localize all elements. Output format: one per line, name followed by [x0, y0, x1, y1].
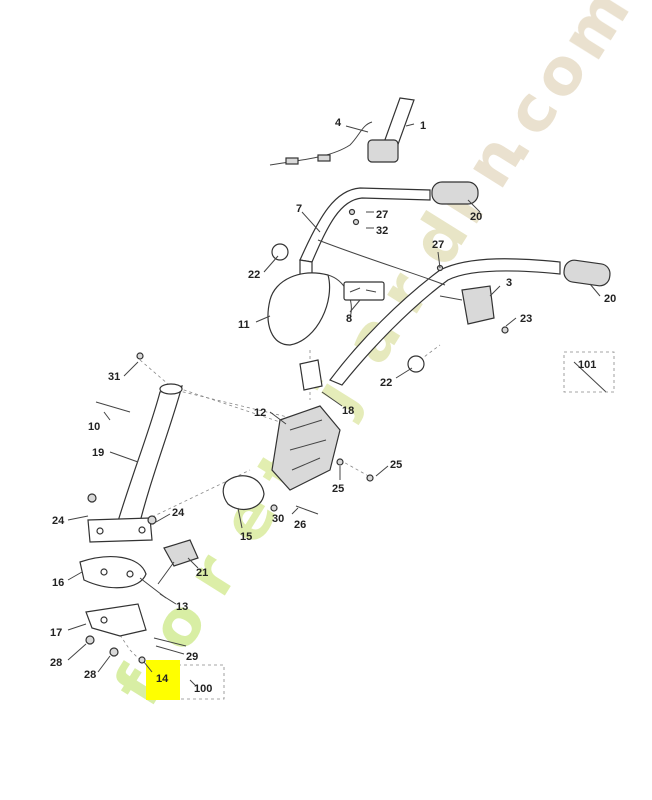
leader-lines [67, 123, 601, 687]
label-part-23: 23 [520, 313, 532, 325]
box-part-100 [177, 664, 225, 700]
highlight-part-14 [146, 660, 180, 700]
label-part-12: 12 [254, 407, 266, 419]
label-part-31: 31 [108, 371, 120, 383]
label-part-13: 13 [176, 601, 188, 613]
switch [439, 285, 495, 325]
label-part-27-lower: 27 [432, 239, 444, 251]
option-boxes [177, 351, 615, 700]
label-part-4: 4 [335, 117, 342, 129]
label-part-10: 10 [88, 421, 100, 433]
part-labels: 1 4 7 27 32 20 27 22 3 20 8 11 23 101 31… [50, 117, 616, 695]
label-part-30: 30 [272, 513, 284, 525]
label-part-22-upper: 22 [248, 269, 260, 281]
label-part-17: 17 [50, 627, 62, 639]
label-part-3: 3 [506, 277, 512, 289]
label-part-19: 19 [92, 447, 104, 459]
label-part-101: 101 [578, 359, 596, 371]
label-part-7: 7 [296, 203, 302, 215]
plate-17 [85, 603, 147, 637]
label-part-8: 8 [346, 313, 352, 325]
plate-18 [299, 359, 323, 391]
base-plate [87, 517, 153, 543]
label-part-28-left: 28 [50, 657, 62, 669]
watermark-letter: o [136, 587, 222, 664]
label-part-18: 18 [342, 405, 354, 417]
label-part-11: 11 [238, 319, 250, 331]
label-part-20-upper: 20 [470, 211, 482, 223]
label-part-21: 21 [196, 567, 208, 579]
label-part-25-lower: 25 [332, 483, 344, 495]
label-part-15: 15 [240, 531, 252, 543]
label-part-22-lower: 22 [380, 377, 392, 389]
bracket [271, 405, 341, 491]
label-part-27-upper: 27 [376, 209, 388, 221]
label-part-16: 16 [52, 577, 64, 589]
label-part-32: 32 [376, 225, 388, 237]
label-part-26: 26 [294, 519, 306, 531]
grip-lower [563, 259, 611, 287]
label-part-20-lower: 20 [604, 293, 616, 305]
cover [267, 272, 352, 346]
label-part-100: 100 [194, 683, 212, 695]
plate-16 [79, 556, 147, 589]
grip-upper [431, 181, 479, 205]
box-part-101 [563, 351, 615, 393]
label-part-1: 1 [420, 120, 426, 132]
label-part-25-right: 25 [390, 459, 402, 471]
label-part-14: 14 [156, 673, 169, 685]
label-part-24-right: 24 [172, 507, 185, 519]
spring-clip [222, 475, 265, 511]
label-part-29: 29 [186, 651, 198, 663]
label-part-28-lower: 28 [84, 669, 96, 681]
throttle-assembly [269, 97, 415, 166]
decal [343, 281, 385, 301]
label-part-24-left: 24 [52, 515, 65, 527]
grips [431, 181, 611, 287]
